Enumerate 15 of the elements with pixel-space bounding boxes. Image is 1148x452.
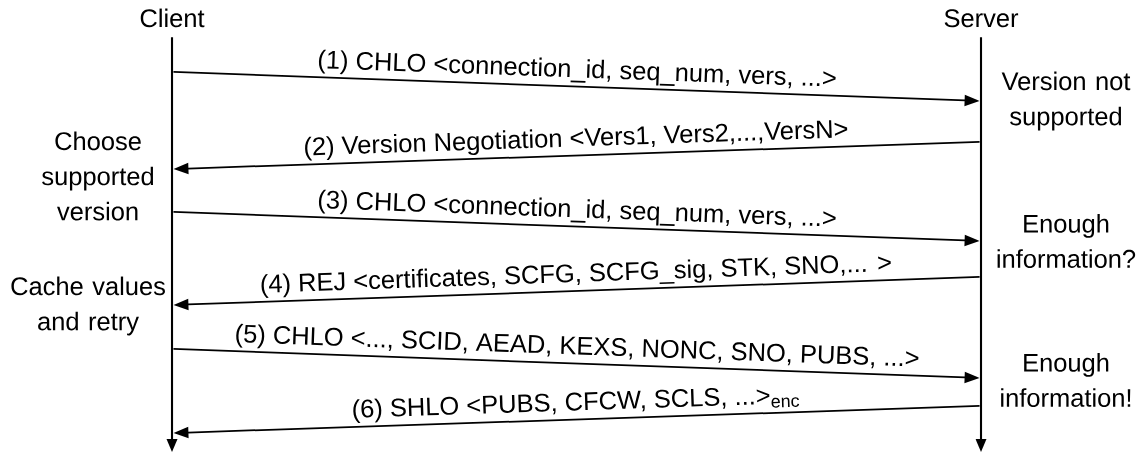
participant-label: Server <box>944 9 1019 28</box>
note-text: Version not supported <box>1001 71 1131 131</box>
lifeline-arrow <box>166 37 178 452</box>
note-text: Enough information! <box>1001 353 1131 407</box>
message-label: (4) REJ <certificates, SCFG, SCFG_sig, STK, SNO,... > <box>257 250 895 300</box>
note-text: Choose supported version <box>42 131 154 221</box>
message-label: (1) CHLO <connection_id, seq_num, vers, ...> <box>315 47 840 94</box>
note-text: Cache values and retry <box>11 276 165 336</box>
note-text: Enough information? <box>997 214 1136 268</box>
lifeline-arrow <box>975 37 987 452</box>
participant-label: Client <box>140 8 205 28</box>
message-label: (5) CHLO <..., SCID, AEAD, KEXS, NONC, SNO, PUBS, ...> <box>232 321 922 374</box>
message-label: (2) Version Negotiation <Vers1, Vers2,...,VersN> <box>301 116 851 163</box>
message-label: (6) SHLO <PUBS, CFCW, SCLS, ...>$_{enc}$ <box>349 382 803 425</box>
message-label: (3) CHLO <connection_id, seq_num, vers, ...> <box>315 187 840 234</box>
